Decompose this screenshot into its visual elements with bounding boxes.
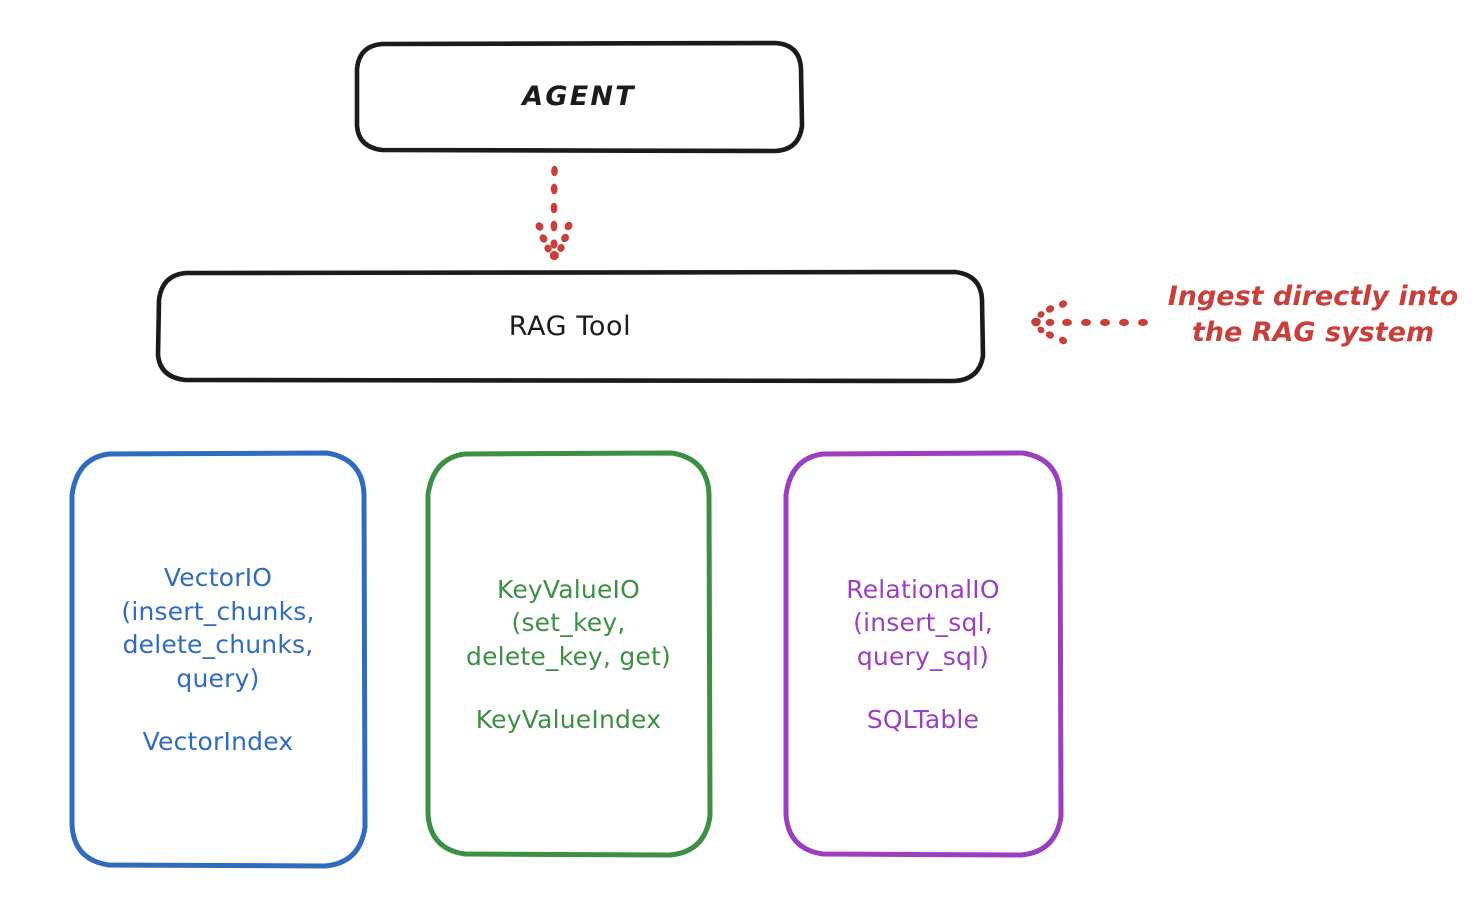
key-value-io-store-label: KeyValueIndex xyxy=(475,705,662,734)
vector-io-node[interactable]: VectorIO (insert_chunks, delete_chunks, … xyxy=(69,450,368,869)
dotted-down-arrow-icon xyxy=(535,165,573,261)
ingest-to-rag-tool-arrow xyxy=(1010,296,1160,351)
relational-io-interface-label: RelationalIO (insert_sql, query_sql) xyxy=(846,574,1000,671)
agent-node[interactable]: AGENT xyxy=(354,40,805,154)
vector-io-interface-label: VectorIO (insert_chunks, delete_chunks, … xyxy=(121,563,315,693)
agent-to-rag-tool-arrow xyxy=(500,160,610,270)
vector-io-store-label: VectorIndex xyxy=(142,727,294,757)
relational-io-node[interactable]: RelationalIO (insert_sql, query_sql) SQL… xyxy=(783,450,1064,858)
key-value-io-interface-label: KeyValueIO (set_key, delete_key, get) xyxy=(466,574,671,671)
relational-io-store-label: SQLTable xyxy=(866,705,980,734)
rag-tool-node[interactable]: RAG Tool xyxy=(155,269,986,384)
key-value-io-node[interactable]: KeyValueIO (set_key, delete_key, get) Ke… xyxy=(425,450,713,858)
agent-label: AGENT xyxy=(522,81,636,113)
ingest-annotation-label: Ingest directly into the RAG system xyxy=(1167,281,1459,349)
rag-tool-label: RAG Tool xyxy=(508,310,632,342)
dotted-left-arrow-icon xyxy=(1031,300,1148,345)
